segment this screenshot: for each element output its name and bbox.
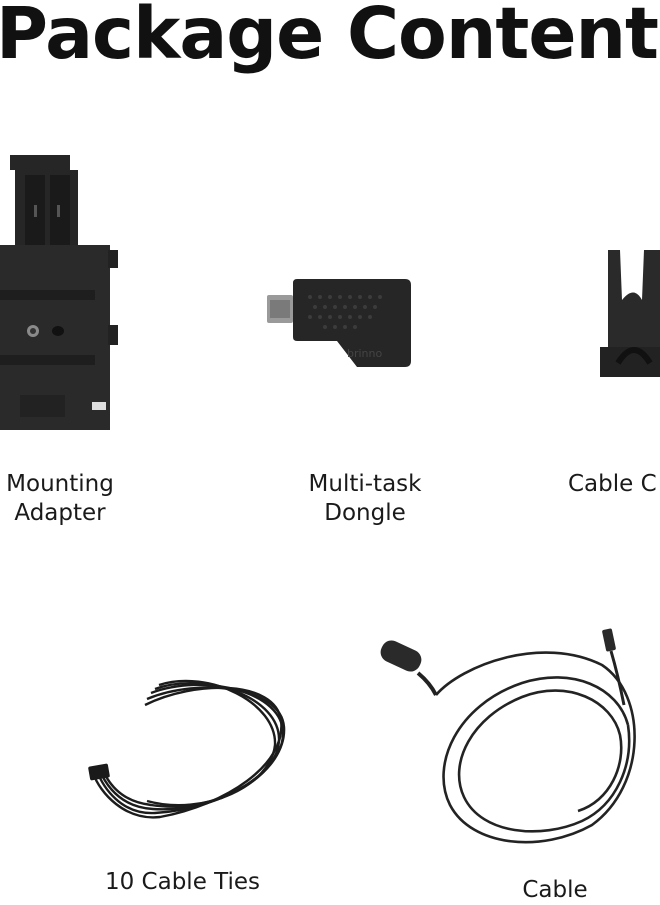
brand-logo: brinno [347, 347, 383, 360]
mounting-adapter-image [0, 155, 118, 430]
item-label-cable-ties: 10 Cable Ties [104, 869, 261, 895]
item-label-cable: Cable [522, 877, 588, 903]
multi-task-dongle-image: brinno [267, 279, 411, 367]
item-label-cable-clip: Cable C [568, 471, 657, 497]
page-title: Package Content [0, 0, 659, 75]
item-label-multi-task-dongle: Multi-task Dongle [308, 471, 422, 526]
item-label-mounting-adapter: Mounting Adapter [6, 471, 114, 526]
cable-image [380, 628, 636, 844]
cable-ties-image [88, 679, 286, 819]
cable-clip-image [600, 250, 660, 377]
